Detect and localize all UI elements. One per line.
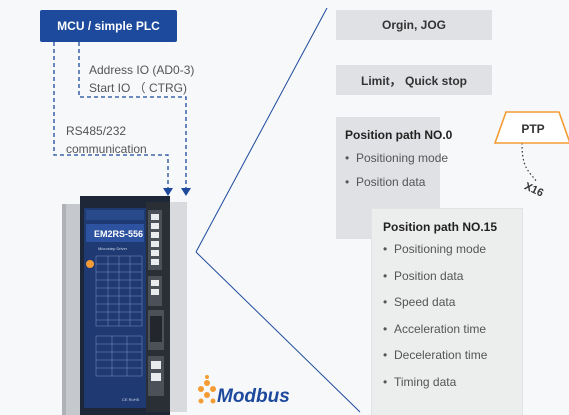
mcu-label: MCU / simple PLC	[57, 19, 160, 33]
position-path-0-list: Positioning mode Position data	[344, 150, 448, 198]
origin-jog-label: Orgin, JOG	[381, 18, 446, 32]
list-item: Timing data	[382, 374, 487, 401]
stepper-driver-image: EM2RS-556 Microstep Driver CE RoHS	[62, 196, 187, 415]
list-item: Positioning mode	[382, 241, 487, 268]
mcu-plc-box: MCU / simple PLC	[40, 10, 177, 42]
modbus-logo-text: Modbus	[217, 386, 290, 407]
ptp-dotted-connector	[521, 142, 538, 183]
rs485-label: RS485/232	[66, 124, 127, 138]
position-path-0-title: Position path NO.0	[345, 128, 453, 142]
dashed-connector-io	[78, 42, 187, 192]
driver-ce-text: CE RoHS	[122, 397, 140, 402]
list-item: Deceleration time	[382, 347, 487, 374]
arrowhead-io	[181, 188, 191, 196]
origin-jog-box: Orgin, JOG	[336, 10, 492, 40]
list-item: Position data	[382, 268, 487, 295]
limit-stop-box: Limit， Quick stop	[336, 65, 492, 95]
position-path-15-title: Position path NO.15	[383, 220, 498, 234]
arrowhead-rs485	[163, 188, 173, 196]
driver-model-text: EM2RS-556	[94, 229, 143, 239]
list-item: Speed data	[382, 294, 487, 321]
position-path-15-card: Position path NO.15 Positioning mode Pos…	[372, 209, 522, 415]
ptp-trapezoid	[493, 111, 569, 144]
communication-label: communication	[66, 142, 147, 156]
position-path-15-list: Positioning mode Position data Speed dat…	[382, 241, 487, 401]
start-io-label: Start IO （ CTRG)	[89, 81, 188, 95]
zoom-line-upper	[195, 7, 328, 253]
list-item: Position data	[344, 174, 448, 198]
modbus-logo: Modbus	[198, 375, 290, 407]
dashed-connector-rs485	[53, 42, 169, 192]
limit-stop-label: Limit， Quick stop	[360, 73, 467, 88]
driver-subtitle-text: Microstep Driver	[98, 246, 128, 251]
list-item: Positioning mode	[344, 150, 448, 174]
address-io-label: Address IO (AD0-3)	[89, 63, 195, 77]
zoom-line-lower	[195, 251, 361, 413]
ptp-label: PTP	[521, 122, 545, 136]
list-item: Acceleration time	[382, 321, 487, 348]
